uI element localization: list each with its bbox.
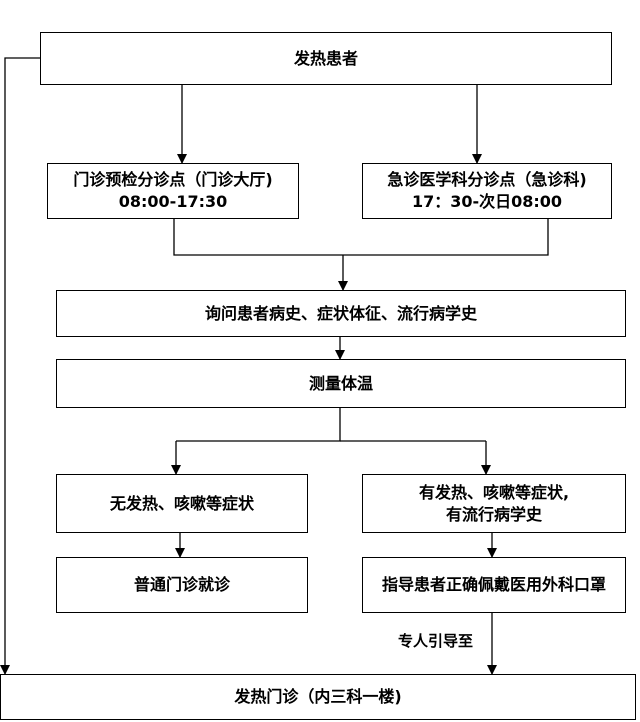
outpatient-triage-node: 门诊预检分诊点（门诊大厅) 08:00-17:30 bbox=[47, 163, 299, 219]
fever-patient-label: 发热患者 bbox=[293, 48, 358, 68]
fever-clinic-label: 发热门诊（内三科一楼) bbox=[234, 687, 402, 707]
general-clinic-label: 普通门诊就诊 bbox=[133, 575, 230, 595]
general-clinic-node: 普通门诊就诊 bbox=[56, 557, 308, 613]
guide-mask-node: 指导患者正确佩戴医用外科口罩 bbox=[362, 557, 626, 613]
outpatient-triage-label: 门诊预检分诊点（门诊大厅) bbox=[73, 170, 273, 190]
split-connector bbox=[176, 408, 341, 442]
has-fever-epidemiology: 有流行病学史 bbox=[445, 504, 542, 524]
escort-label: 专人引导至 bbox=[398, 632, 474, 650]
guide-mask-label: 指导患者正确佩戴医用外科口罩 bbox=[381, 575, 606, 595]
bypass-connector bbox=[0, 57, 40, 675]
emergency-triage-node: 急诊医学科分诊点（急诊科) 17：30-次日08:00 bbox=[362, 163, 612, 219]
merge-connector bbox=[173, 219, 549, 256]
emergency-triage-hours: 17：30-次日08:00 bbox=[411, 192, 563, 211]
inquire-history-node: 询问患者病史、症状体征、流行病学史 bbox=[56, 290, 626, 337]
fever-patient-node: 发热患者 bbox=[40, 32, 612, 85]
measure-temp-node: 测量体温 bbox=[56, 359, 626, 408]
measure-temp-label: 测量体温 bbox=[308, 373, 373, 393]
has-fever-node: 有发热、咳嗽等症状, 有流行病学史 bbox=[362, 474, 626, 533]
has-fever-label: 有发热、咳嗽等症状, bbox=[418, 482, 570, 502]
no-fever-node: 无发热、咳嗽等症状 bbox=[56, 474, 308, 533]
fever-clinic-node: 发热门诊（内三科一楼) bbox=[0, 674, 636, 720]
outpatient-triage-hours: 08:00-17:30 bbox=[118, 192, 228, 211]
emergency-triage-label: 急诊医学科分诊点（急诊科) bbox=[387, 170, 587, 190]
no-fever-label: 无发热、咳嗽等症状 bbox=[109, 493, 254, 513]
inquire-history-label: 询问患者病史、症状体征、流行病学史 bbox=[204, 303, 477, 323]
